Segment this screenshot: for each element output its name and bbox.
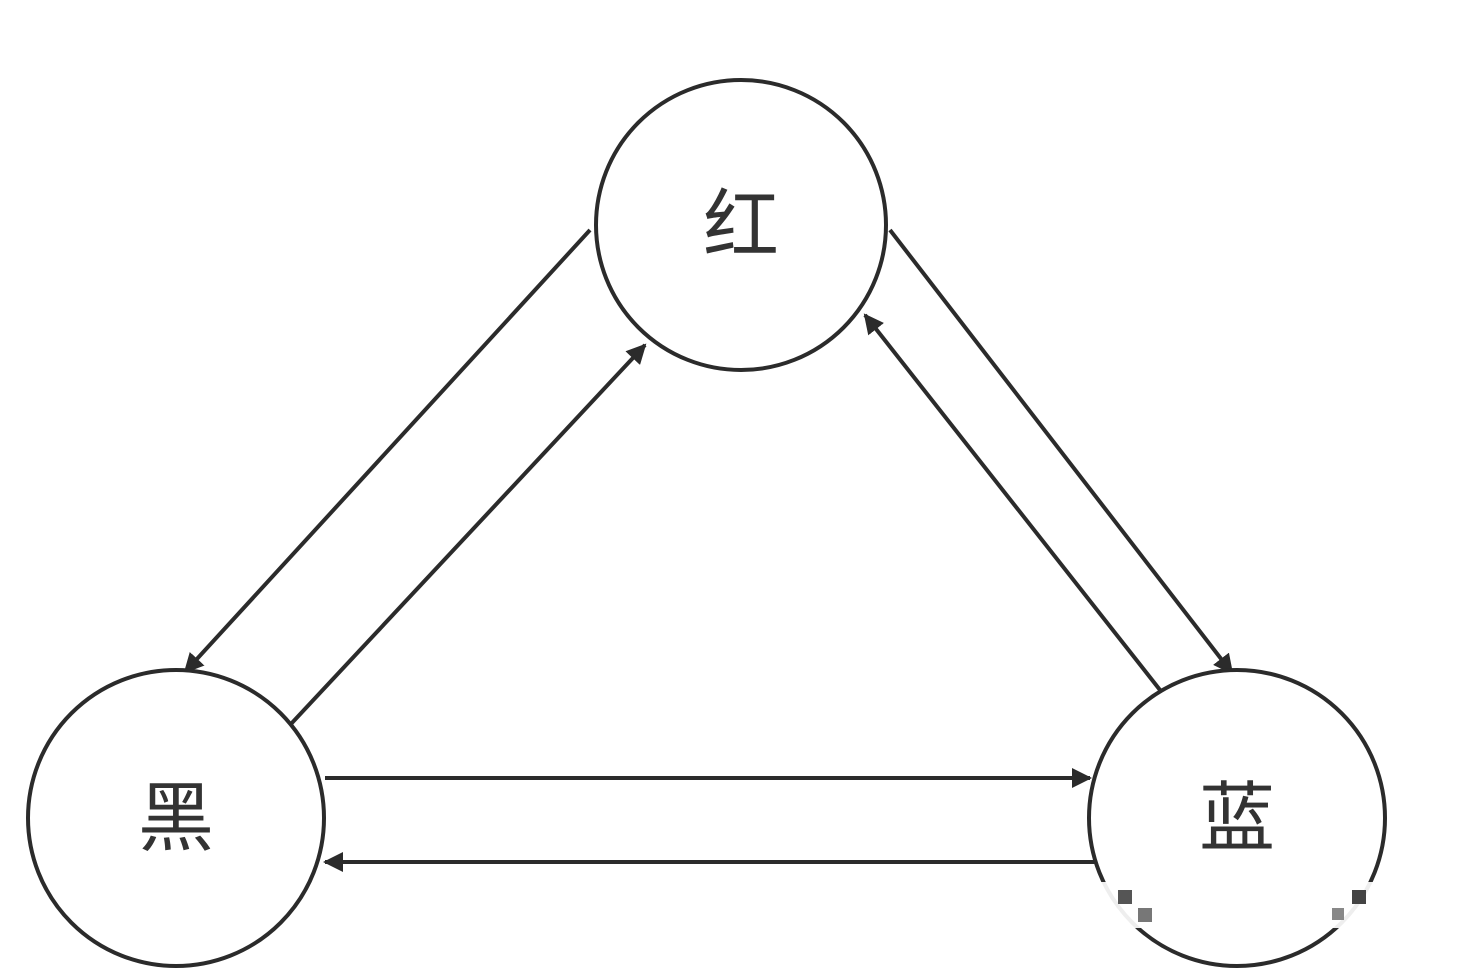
node-black-label: 黑 bbox=[138, 774, 214, 863]
watermark-mark bbox=[1118, 890, 1132, 904]
edges bbox=[183, 228, 1234, 872]
node-red: 红 bbox=[594, 78, 888, 372]
node-red-label: 红 bbox=[703, 181, 779, 270]
watermark-mark bbox=[1138, 908, 1152, 922]
edge-red-to-blue bbox=[888, 228, 1234, 675]
edge-blue-to-red bbox=[863, 313, 1162, 692]
node-red-circle bbox=[594, 78, 888, 372]
node-black: 黑 bbox=[26, 668, 326, 968]
watermark-band bbox=[380, 882, 1390, 928]
edge-black-to-red bbox=[288, 343, 647, 727]
watermark-mark bbox=[1352, 890, 1366, 904]
node-blue-label: 蓝 bbox=[1199, 774, 1275, 863]
edge-red-to-black bbox=[183, 228, 592, 674]
watermark-mark bbox=[1332, 908, 1344, 920]
node-black-circle bbox=[26, 668, 326, 968]
